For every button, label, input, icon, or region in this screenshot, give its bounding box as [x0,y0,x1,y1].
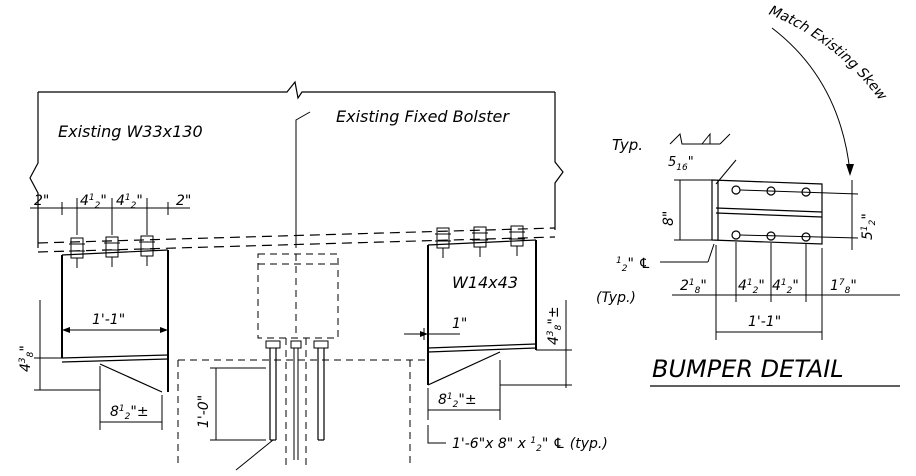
right-beam-label: W14x43 [452,273,518,292]
weld-typ-label: Typ. [612,136,643,154]
bumper-bottom-dims [672,242,900,340]
right-height-dim [500,300,572,388]
dim-4-12-b: 412" [116,193,143,211]
bumper-plate [711,179,859,245]
left-bolt-2 [104,236,120,267]
dim-1-78: 178" [830,278,857,296]
weld-size: 516" [668,155,694,173]
right-1in-dim [404,328,460,340]
weld-symbol [669,132,737,185]
half-plate-label: 12" ℄ [616,256,651,274]
anchor-bolts [235,340,329,471]
dim-4-38-left: 438" [18,345,36,372]
skew-arrowhead [846,164,854,176]
dim-1-1-left: 1'-1" [92,312,125,328]
dim-4-12-bumper-b: 412" [772,278,799,296]
right-bolt-3 [509,225,525,256]
plate-callout: 1'-6"x 8" x 12" ℄ (typ.) [452,436,608,454]
dim-1-1-bumper: 1'-1" [748,314,781,330]
dim-5-12: 512" [860,213,878,240]
right-bolt-1 [435,227,451,258]
left-width-dim [62,327,168,333]
bumper-height-dim [674,179,712,241]
dim-2-left: 2" [34,193,49,209]
dim-4-12-bumper-a: 412" [738,278,765,296]
skew-arc [771,27,851,173]
dim-8-12-left: 812"± [110,404,149,422]
dim-8-12-right: 812"± [438,392,477,410]
dim-2-18: 218" [680,278,707,296]
right-bolt-2 [472,226,488,257]
fixed-bolster [177,111,430,468]
plate-leader [427,425,446,444]
typ-paren-label: (Typ.) [596,290,636,306]
dim-1in: 1" [452,316,467,332]
left-bolt-1 [69,237,85,268]
match-skew-label: Match Existing Skew [767,3,891,104]
left-height-dim [34,300,100,391]
dim-1-0: 1'-0" [196,395,212,428]
existing-beam-label: Existing W33x130 [58,122,203,141]
bumper-detail-title: BUMPER DETAIL [652,355,844,383]
dim-4-12-a: 412" [80,193,107,211]
left-bumper [61,235,169,393]
right-bumper [427,225,537,386]
dim-2-right: 2" [176,193,191,209]
left-bolt-3 [139,235,155,266]
dim-8in: 8" [661,211,677,226]
fixed-bolster-label: Existing Fixed Bolster [336,107,510,126]
right-bottom-dim [427,360,501,420]
left-bottom-dim [99,366,163,430]
left-top-dims [30,198,190,235]
dim-4-38-right: 438"± [546,306,564,345]
embed-dim [210,367,266,441]
